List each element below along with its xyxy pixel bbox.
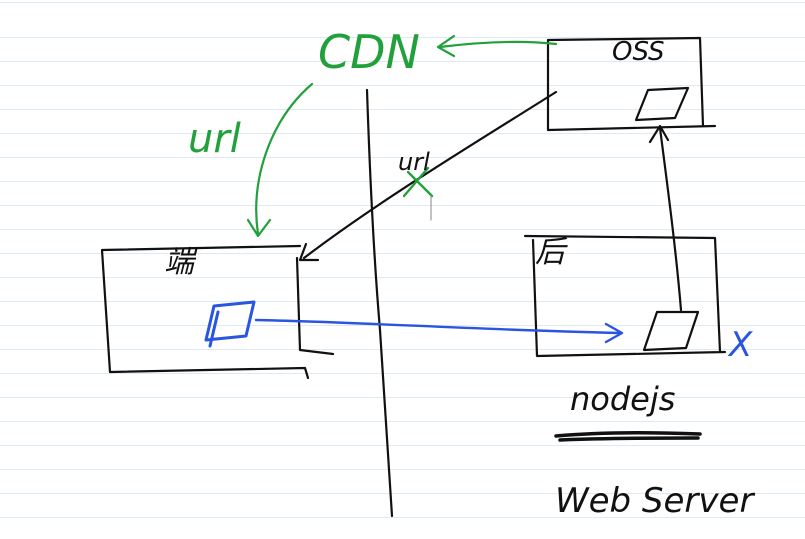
url-green-label: url xyxy=(188,116,241,162)
url-cross-mark xyxy=(402,166,434,198)
oss-to-cdn-arrow xyxy=(436,34,558,58)
web-server-label: Web Server xyxy=(555,481,755,521)
server-label: 后 xyxy=(535,235,568,270)
client-file-icon xyxy=(204,300,256,348)
nodejs-underline xyxy=(554,430,702,442)
nodejs-label: nodejs xyxy=(570,380,675,418)
client-to-server-arrow xyxy=(254,318,624,344)
server-file-icon xyxy=(642,310,700,352)
url-black-label: url xyxy=(398,148,430,176)
cdn-label: CDN xyxy=(318,25,420,79)
oss-file-icon xyxy=(634,86,690,122)
divider-line xyxy=(365,88,394,518)
oss-label: OSS xyxy=(612,37,665,67)
client-label: 端 xyxy=(164,245,198,280)
client-box xyxy=(100,244,335,380)
rejected-x-mark: X xyxy=(727,325,753,365)
oss-to-client-arrow xyxy=(298,90,558,262)
server-to-oss-arrow xyxy=(648,124,683,312)
cdn-to-client-arrow xyxy=(246,82,314,238)
server-box xyxy=(523,234,727,358)
